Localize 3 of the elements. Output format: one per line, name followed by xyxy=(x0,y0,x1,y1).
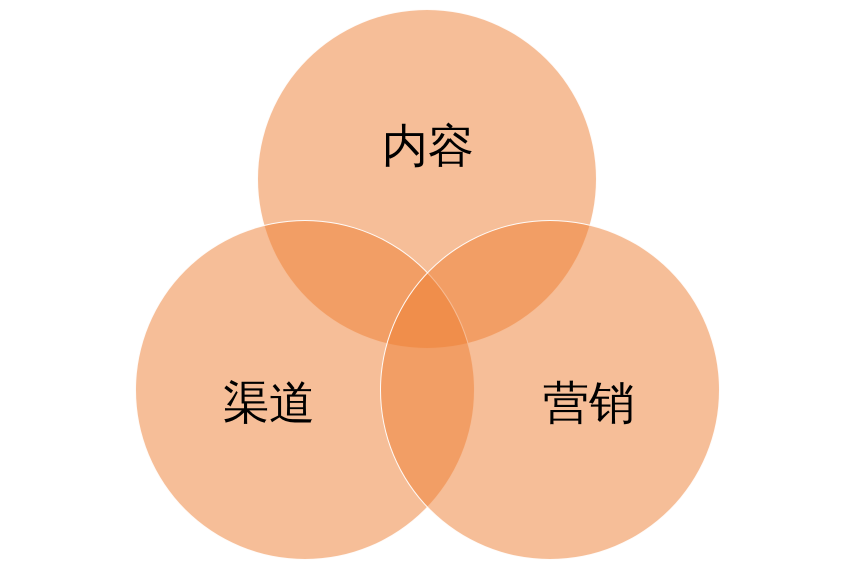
circle-label: 渠道 xyxy=(223,378,315,428)
circle-label: 营销 xyxy=(543,378,635,428)
circle-label: 内容 xyxy=(382,120,474,172)
